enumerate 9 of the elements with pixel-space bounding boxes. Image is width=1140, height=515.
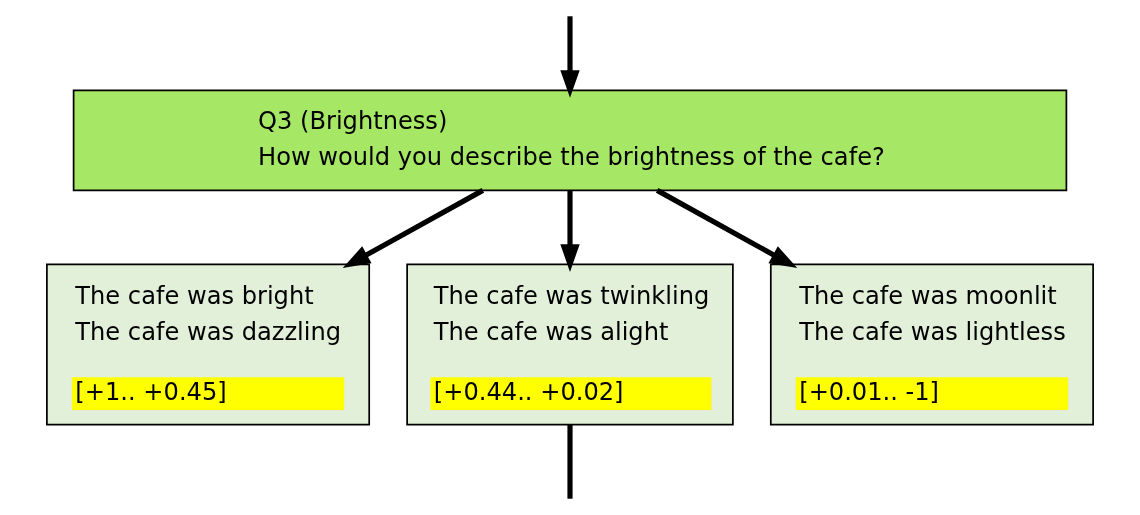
node-box: The cafe was moonlit The cafe was lightless [+0.01.. -1] [769, 263, 1094, 426]
arrow [655, 188, 798, 269]
arrow [342, 188, 485, 269]
connector [567, 424, 573, 499]
node-box: The cafe was twinkling The cafe was alight [+0.44.. +0.02] [406, 263, 734, 426]
node-box: Q3 (Brightness) How would you describe the brightness of the cafe? [72, 89, 1068, 192]
arrow [560, 16, 580, 98]
node-box: The cafe was bright The cafe was dazzling [+1.. +0.45] [46, 263, 371, 426]
arrow [560, 190, 580, 272]
